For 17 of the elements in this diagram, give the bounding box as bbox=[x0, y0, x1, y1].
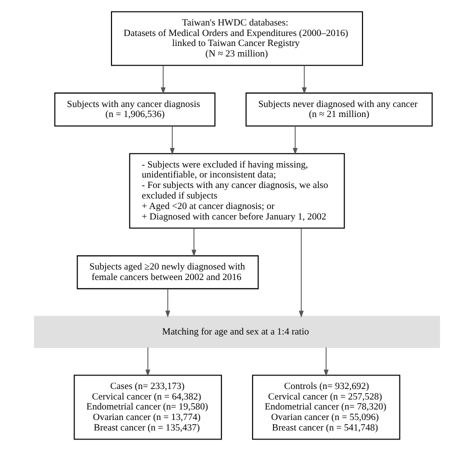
node-box: - Subjects were excluded if having missing, unidentifiable, or inconsistent data; - For subjects with any cancer diagnosis, we also excluded if subjects + Aged <20 at cancer diagnosis; or + Diagnosed with cancer before January 1, 2002 bbox=[129, 153, 345, 229]
node-box: Subjects aged ≥20 newly diagnosed with female cancers between 2002 and 2016 bbox=[76, 255, 259, 290]
arrow bbox=[145, 347, 150, 377]
node-box: Subjects with any cancer diagnosis (n = 1,906,536) bbox=[54, 92, 216, 126]
node-box: Taiwan's HWDC databases: Datasets of Medical Orders and Expenditures (2000–2016) linked to Taiwan Cancer Registry (N ≈ 23 million) bbox=[110, 11, 364, 66]
arrow bbox=[170, 126, 175, 155]
node-box: Matching for age and sex at a 1:4 ratio bbox=[34, 316, 440, 348]
arrow bbox=[324, 347, 329, 377]
node-box: Subjects never diagnosed with any cancer (n ≈ 21 million) bbox=[246, 92, 433, 126]
node-box: Cases (n= 233,173) Cervical cancer (n = 64,382) Endometrial cancer (n= 19,580) Ovarian cancer (n = 13,774) Breast cancer (n = 135,437) bbox=[74, 374, 222, 440]
arrow bbox=[160, 64, 166, 94]
arrow bbox=[292, 126, 298, 155]
node-box: Controls (n= 932,692) Cervical cancer (n = 257,528) Endometrial cancer (n= 78,320) Ovarian cancer (n = 55,096) Breast cancer (n = 541,748) bbox=[252, 374, 400, 440]
arrow bbox=[302, 64, 307, 94]
arrow bbox=[298, 228, 304, 318]
arrow bbox=[192, 228, 196, 257]
arrow bbox=[165, 288, 170, 318]
